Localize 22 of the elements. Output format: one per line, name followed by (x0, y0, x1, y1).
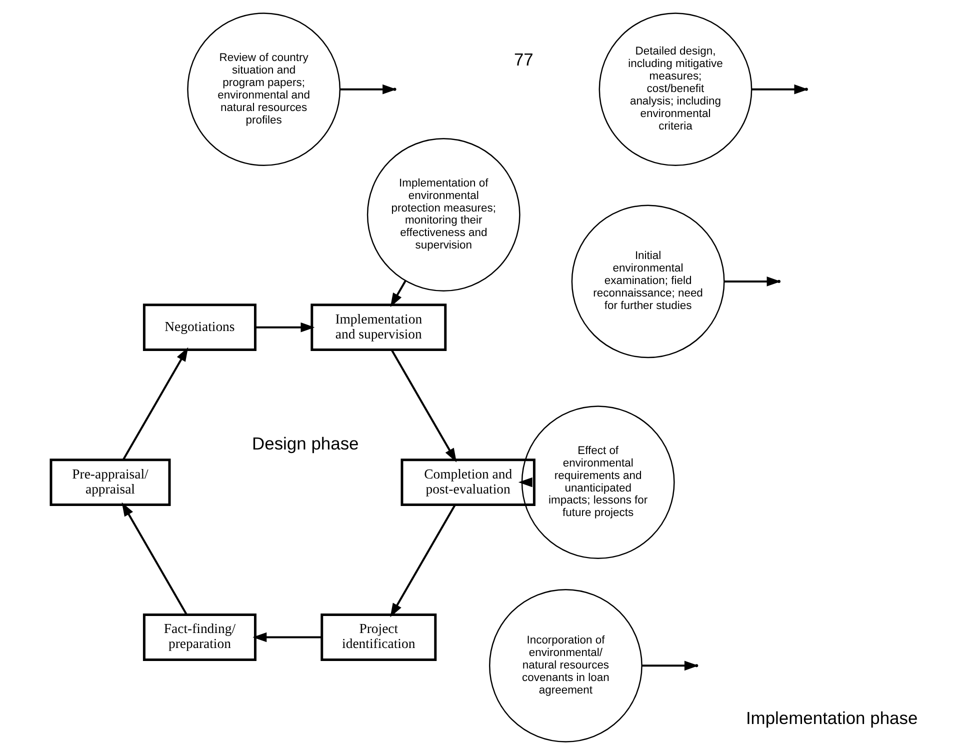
label: Design phase (252, 433, 359, 454)
arrow (390, 504, 456, 618)
node-box: Completion and post-evaluation (400, 458, 536, 506)
label: 77 (514, 49, 534, 70)
node-circle: Incorporation of environmental/ natural resources covenants in loan agreement (489, 588, 642, 742)
label: Implementation phase (746, 708, 918, 728)
node-box: Negotiations (142, 304, 256, 352)
arrow (390, 349, 457, 462)
node-box: Project identification (320, 614, 437, 661)
node-circle: Detailed design, including mitigative measures; cost/benefit analysis; including environmental criteria (598, 12, 752, 166)
node-circle: Initial environmental examination; field reconnaissance; need for further studies (571, 204, 725, 358)
arrow (518, 477, 532, 488)
arrow (390, 280, 406, 308)
node-box: Fact-finding/ preparation (142, 614, 256, 661)
node-circle: Review of country situation and program papers; environmental and natural resources profiles (187, 12, 341, 166)
node-box: Implementation and supervision (310, 304, 447, 352)
node-circle: Implementation of environmental protection measures; monitoring their effectiveness and supervision (366, 138, 520, 292)
node-box: Pre-appraisal/ appraisal (50, 458, 171, 506)
arrow (255, 322, 315, 332)
arrow (122, 502, 188, 616)
arrow (122, 347, 188, 460)
arrow (252, 632, 322, 642)
